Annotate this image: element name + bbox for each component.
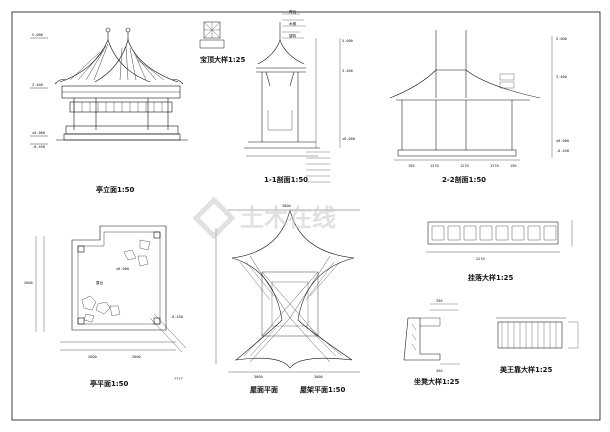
level-ridge-elev: 5.000 — [32, 33, 43, 37]
section-2-2 — [389, 30, 553, 161]
section-1-1 — [244, 13, 341, 183]
plan-dim-side: 2600 — [24, 281, 33, 285]
roof-dim-bottom-b: 3000 — [314, 375, 323, 379]
level-ridge-sec2: 5.000 — [556, 37, 567, 41]
level-ridge-sec1: 5.000 — [342, 39, 353, 43]
seat-detail — [403, 303, 460, 365]
level-floor-sec1: ±0.000 — [342, 137, 355, 141]
dim-sec2-b: 1270 — [430, 164, 439, 168]
sheet-border — [11, 11, 601, 421]
level-eave-elev: 3.400 — [32, 83, 43, 87]
beauty-seat-detail — [496, 317, 579, 349]
watermark: 土木在线 — [192, 196, 336, 240]
plan-dim-b: 2600 — [132, 355, 141, 359]
watermark-text: 土木在线 — [240, 204, 336, 232]
railing-detail — [426, 220, 573, 253]
plan-label: 露台 — [96, 280, 104, 285]
plan-level: ±0.000 — [116, 267, 129, 271]
dim-sec2-a: 150 — [408, 164, 415, 168]
plan-dim-a: 2600 — [88, 355, 97, 359]
seat-dim-b: 450 — [436, 369, 443, 373]
dim-sec2-e: 150 — [510, 164, 517, 168]
dim-sec2-d: 1270 — [490, 164, 499, 168]
level-ground-sec2: -0.450 — [556, 149, 569, 153]
roof-dim-bottom-a: 3000 — [254, 375, 263, 379]
title-section-2: 2-2剖面1:50 — [442, 175, 486, 184]
note-tile: 青瓦 — [289, 9, 297, 14]
dim-sec2-c: 1270 — [460, 164, 469, 168]
railing-dim: 2270 — [476, 257, 485, 261]
level-floor-sec2: ±0.000 — [556, 139, 569, 143]
title-seat: 坐凳大样1:25 — [414, 377, 460, 386]
title-section-1: 1-1剖面1:50 — [264, 175, 308, 184]
plan-level-ground: -0.450 — [170, 315, 183, 319]
title-roof-plan-a: 屋面平面 — [250, 385, 278, 394]
title-plan: 亭平面1:50 — [90, 379, 129, 388]
level-eave-sec1: 3.400 — [342, 69, 353, 73]
seat-dim-a: 350 — [436, 299, 443, 303]
title-elevation: 亭立面1:50 — [96, 185, 135, 194]
note-brick: 望砖 — [289, 33, 297, 38]
level-eave-sec2: 3.400 — [556, 75, 567, 79]
note-rafter: 木椽 — [289, 21, 297, 26]
roof-plan — [215, 209, 360, 373]
title-beauty-seat: 美王靠大样1:25 — [500, 365, 553, 374]
title-railing: 挂落大样1:25 — [468, 273, 514, 282]
pavilion-plan — [35, 225, 187, 353]
level-ground-elev: -0.450 — [32, 145, 45, 149]
title-roof-plan-b: 屋架平面1:50 — [300, 385, 346, 394]
plan-unknown: ???? — [174, 377, 183, 381]
title-top-detail: 宝顶大样1:25 — [200, 55, 246, 64]
pavilion-elevation — [30, 27, 188, 145]
level-floor-elev: ±0.000 — [32, 131, 45, 135]
finial-detail — [199, 21, 225, 49]
roof-dim-top: 3000 — [282, 204, 291, 208]
